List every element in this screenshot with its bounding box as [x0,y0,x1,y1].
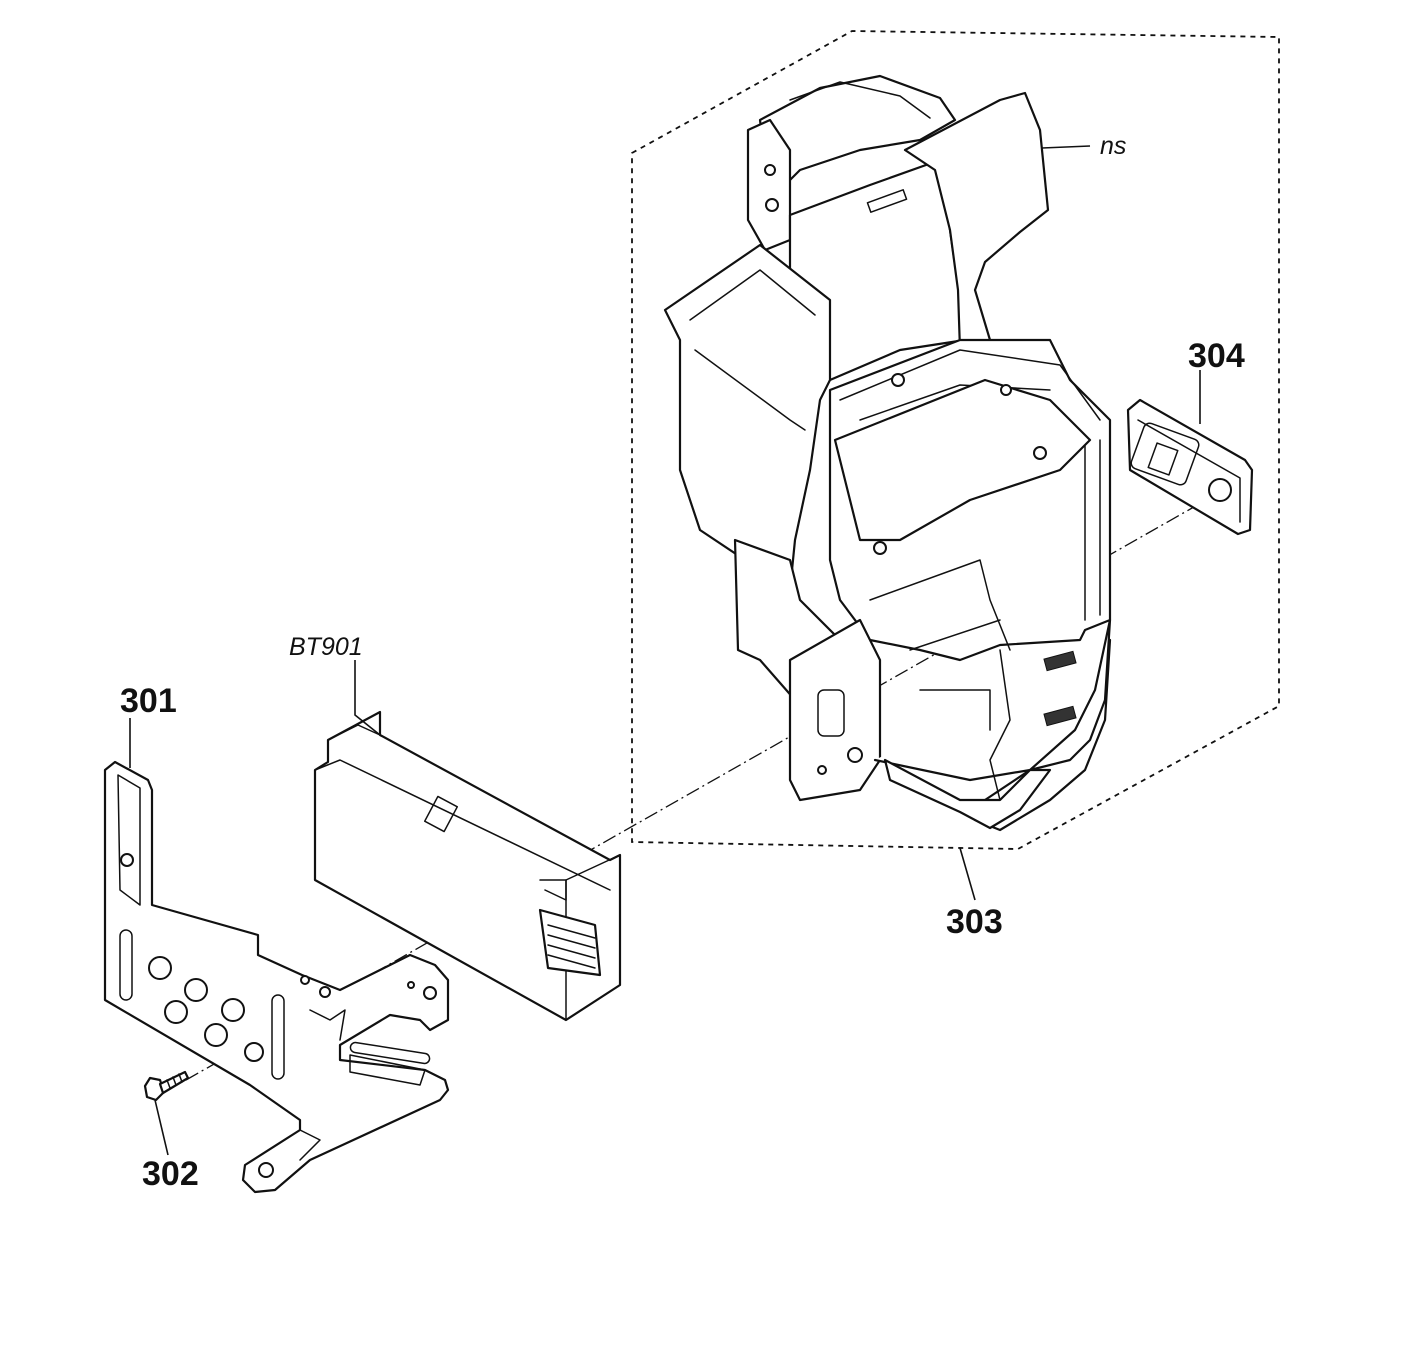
label-part-301: 301 [120,682,177,720]
label-part-303: 303 [946,903,1003,941]
part-303-frame [663,74,1112,832]
label-ref-ns: ns [1100,132,1126,160]
part-304-bracket [1126,398,1254,536]
label-ref-bt901: BT901 [289,633,363,661]
assembly-303-dashed-outline [631,30,1280,850]
label-part-304: 304 [1188,337,1245,375]
battery-holder-bt901 [313,710,622,1022]
leader-303 [959,847,976,901]
part-301-bracket [103,760,450,1194]
label-part-302: 302 [142,1155,199,1193]
part-302-screw [143,1070,190,1102]
leader-302 [154,1099,169,1156]
leader-ns [1041,145,1091,149]
leader-bt901 [354,660,381,736]
